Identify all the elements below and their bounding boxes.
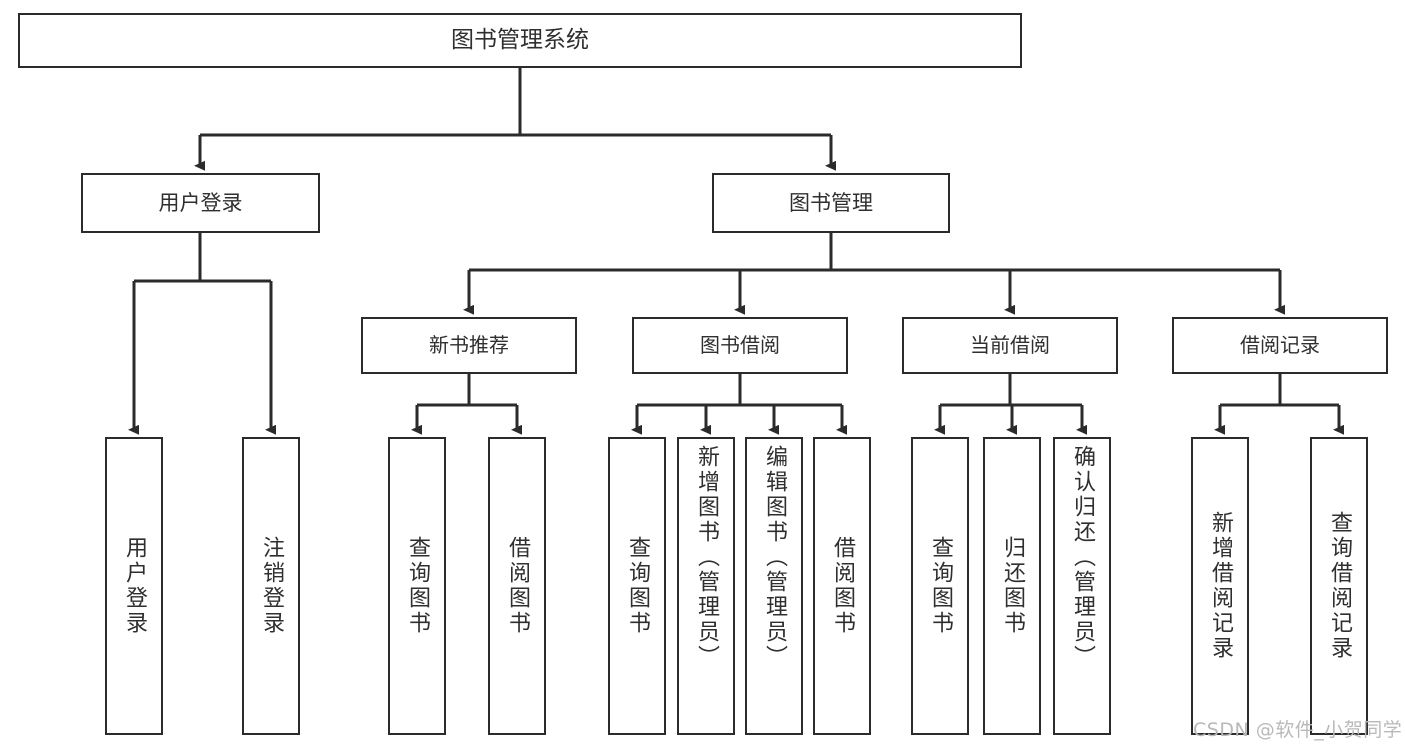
node-leaf-borrow-book-2-label: 借阅图书 xyxy=(830,536,855,636)
node-leaf-user-login-label: 用户登录 xyxy=(122,536,147,636)
node-leaf-confirm-return[interactable]: 确认归还（管理员） xyxy=(1053,437,1111,735)
node-leaf-query-book-2[interactable]: 查询图书 xyxy=(608,437,666,735)
node-leaf-query-record-label: 查询借阅记录 xyxy=(1327,511,1352,661)
node-leaf-user-login[interactable]: 用户登录 xyxy=(105,437,163,735)
node-user-login[interactable]: 用户登录 xyxy=(81,173,320,233)
node-book-manage[interactable]: 图书管理 xyxy=(712,173,950,233)
node-new-book-rec-label: 新书推荐 xyxy=(429,332,509,357)
node-new-book-rec[interactable]: 新书推荐 xyxy=(361,317,577,374)
node-leaf-add-book[interactable]: 新增图书（管理员） xyxy=(677,437,735,735)
node-root-label: 图书管理系统 xyxy=(451,26,589,53)
node-leaf-borrow-book-1-label: 借阅图书 xyxy=(505,536,530,636)
node-leaf-return-book-label: 归还图书 xyxy=(1000,536,1025,636)
node-leaf-query-book-3[interactable]: 查询图书 xyxy=(911,437,969,735)
node-current-borrow-label: 当前借阅 xyxy=(970,332,1050,357)
node-leaf-query-book-2-label: 查询图书 xyxy=(625,536,650,636)
node-leaf-borrow-book-2[interactable]: 借阅图书 xyxy=(813,437,871,735)
node-leaf-query-book-3-label: 查询图书 xyxy=(928,536,953,636)
node-leaf-add-book-label: 新增图书（管理员） xyxy=(694,445,719,670)
node-user-login-label: 用户登录 xyxy=(158,190,243,215)
node-book-borrow-label: 图书借阅 xyxy=(700,332,780,357)
node-leaf-add-record[interactable]: 新增借阅记录 xyxy=(1191,437,1249,735)
node-book-borrow[interactable]: 图书借阅 xyxy=(632,317,848,374)
node-root[interactable]: 图书管理系统 xyxy=(18,13,1022,68)
node-leaf-return-book[interactable]: 归还图书 xyxy=(983,437,1041,735)
node-leaf-edit-book-label: 编辑图书（管理员） xyxy=(762,445,787,670)
node-borrow-record[interactable]: 借阅记录 xyxy=(1172,317,1388,374)
node-leaf-query-record[interactable]: 查询借阅记录 xyxy=(1310,437,1368,735)
node-leaf-query-book-1[interactable]: 查询图书 xyxy=(388,437,446,735)
node-leaf-user-logout-label: 注销登录 xyxy=(259,536,284,636)
node-current-borrow[interactable]: 当前借阅 xyxy=(902,317,1118,374)
node-book-manage-label: 图书管理 xyxy=(789,190,873,215)
node-leaf-user-logout[interactable]: 注销登录 xyxy=(242,437,300,735)
node-leaf-add-record-label: 新增借阅记录 xyxy=(1208,511,1233,661)
node-leaf-query-book-1-label: 查询图书 xyxy=(405,536,430,636)
node-leaf-edit-book[interactable]: 编辑图书（管理员） xyxy=(745,437,803,735)
node-leaf-confirm-return-label: 确认归还（管理员） xyxy=(1070,445,1095,670)
node-leaf-borrow-book-1[interactable]: 借阅图书 xyxy=(488,437,546,735)
watermark: CSDN @软件_小贺同学 xyxy=(1193,719,1403,741)
node-borrow-record-label: 借阅记录 xyxy=(1240,332,1320,357)
